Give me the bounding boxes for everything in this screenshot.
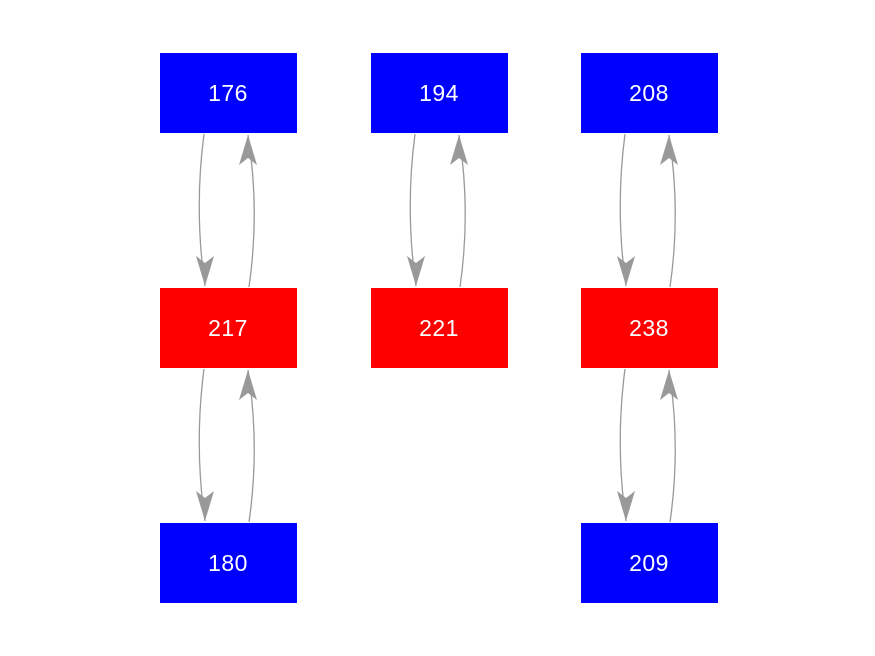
edge-arrowhead-icon (617, 491, 635, 521)
diagram-node-176: 176 (159, 53, 297, 133)
node-label: 217 (208, 314, 248, 341)
diagram-node-209: 209 (580, 523, 718, 603)
node-label: 238 (629, 314, 669, 341)
edge-arrowhead-icon (196, 256, 214, 286)
diagram-node-217: 217 (159, 288, 297, 368)
edge-arrowhead-icon (450, 135, 468, 165)
diagram-node-221: 221 (370, 288, 508, 368)
node-label: 194 (419, 79, 459, 106)
node-label: 209 (629, 549, 669, 576)
diagram-node-238: 238 (580, 288, 718, 368)
edge-arrowhead-icon (660, 135, 678, 165)
diagram-node-180: 180 (159, 523, 297, 603)
diagram-node-194: 194 (370, 53, 508, 133)
edge-arrowhead-icon (196, 491, 214, 521)
edge-arrowhead-icon (617, 256, 635, 286)
diagram-node-208: 208 (580, 53, 718, 133)
node-label: 208 (629, 79, 669, 106)
edge-arrowhead-icon (239, 135, 257, 165)
edge-arrowhead-icon (407, 256, 425, 286)
edge-arrowhead-icon (660, 370, 678, 400)
node-label: 180 (208, 549, 248, 576)
node-label: 221 (419, 314, 459, 341)
edge-arrowhead-icon (239, 370, 257, 400)
node-label: 176 (208, 79, 248, 106)
